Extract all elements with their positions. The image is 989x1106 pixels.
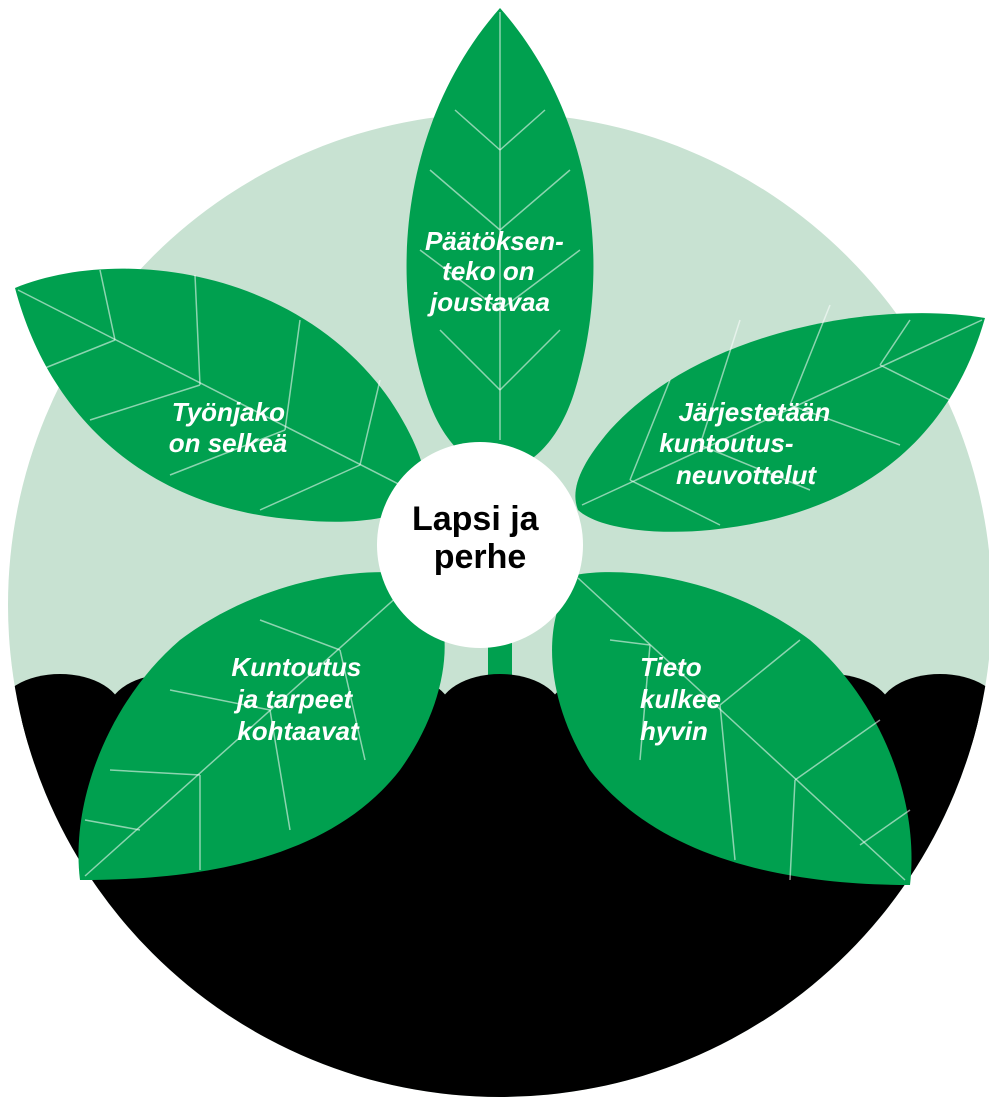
leaf-upper-right-label: Järjestetään kuntoutus- neuvottelut: [659, 397, 837, 490]
center-label: Lapsi ja perhe: [412, 500, 548, 576]
leaf-upper-left: [15, 268, 427, 522]
leaf-top: [406, 8, 594, 470]
leaf-lower-left-label: Kuntoutus ja tarpeet kohtaavat: [231, 652, 368, 746]
center-circle: [377, 442, 583, 648]
leaf-top-line-2: teko on: [442, 256, 534, 286]
leaf-lower-right-line-2: kulkee: [640, 684, 721, 714]
leaf-upper-right: [575, 304, 985, 532]
leaf-lower-right-line-1: Tieto: [640, 652, 702, 682]
leaf-lower-left: [78, 572, 445, 880]
leaf-lower-left-line-2: ja tarpeet: [234, 684, 354, 714]
leaf-lower-right-line-3: hyvin: [640, 716, 708, 746]
leaf-upper-right-line-3: neuvottelut: [676, 460, 817, 490]
leaf-upper-left-line-2: on selkeä: [169, 428, 288, 458]
leaf-upper-right-line-1: Järjestetään: [679, 397, 831, 427]
leaf-upper-left-label: Työnjako on selkeä: [169, 397, 292, 458]
leaf-lower-right: [552, 572, 912, 885]
leaf-lower-left-line-3: kohtaavat: [237, 716, 360, 746]
leaf-top-line-3: joustavaa: [427, 287, 550, 317]
leaf-lower-left-line-1: Kuntoutus: [231, 652, 361, 682]
leaf-top-label: Päätöksen- teko on joustavaa: [425, 226, 571, 317]
center-line-1: Lapsi ja: [412, 500, 540, 538]
leaf-upper-right-line-2: kuntoutus-: [659, 428, 793, 458]
leaf-upper-left-line-1: Työnjako: [172, 397, 285, 427]
leaf-top-line-1: Päätöksen-: [425, 226, 564, 256]
center-line-2: perhe: [434, 538, 527, 576]
leaf-lower-right-label: Tieto kulkee hyvin: [640, 652, 728, 746]
